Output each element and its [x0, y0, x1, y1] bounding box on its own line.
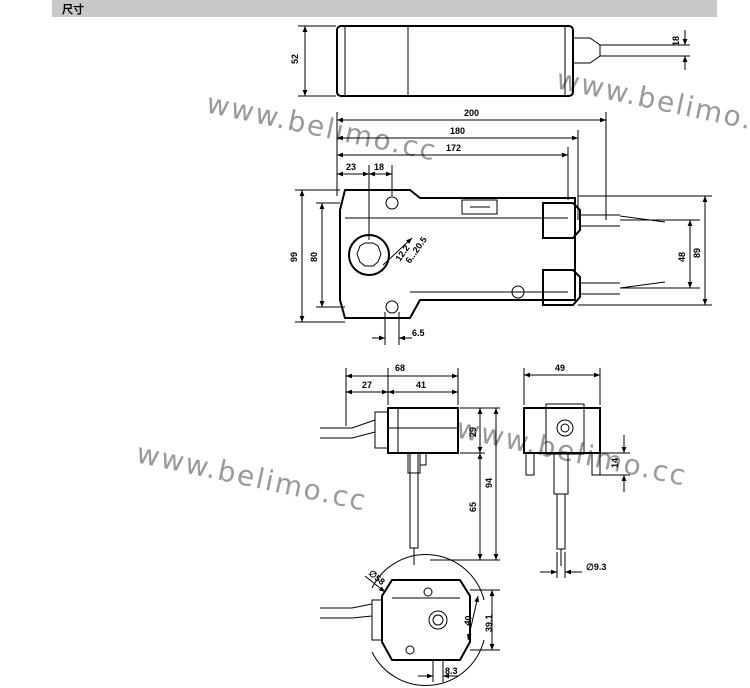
watermark-2: www.belimo.cc [554, 63, 750, 144]
dim-180: 180 [450, 126, 465, 136]
dim-49: 49 [555, 363, 565, 373]
dim-65: 65 [468, 502, 478, 512]
dim-6-5: 6.5 [412, 328, 425, 338]
dim-80: 80 [309, 252, 319, 262]
dim-200: 200 [464, 108, 479, 118]
dim-68: 68 [395, 363, 405, 373]
dim-41: 41 [416, 380, 426, 390]
dim-dia-9-3: ∅9.3 [586, 562, 606, 572]
side-view [320, 368, 500, 565]
header-title: 尺寸 [62, 3, 84, 16]
dim-23: 23 [346, 162, 356, 172]
dim-172: 172 [446, 143, 461, 153]
end-view [523, 368, 630, 578]
header-bar: 尺寸 [52, 0, 717, 17]
bottom-view [320, 554, 500, 686]
dim-99: 99 [289, 252, 299, 262]
dim-39-1: 39.1 [484, 614, 494, 632]
dim-29: 29 [468, 427, 478, 437]
dim-48: 48 [677, 252, 687, 262]
dim-dia-58: ∅58 [367, 568, 387, 587]
watermark-3: www.belimo.cc [134, 437, 371, 518]
dim-94: 94 [484, 478, 494, 488]
front-view [295, 112, 712, 345]
top-view [298, 25, 690, 97]
dim-18: 18 [374, 162, 384, 172]
dim-14: 14 [610, 458, 620, 468]
dim-8-3: 8.3 [445, 666, 458, 676]
dim-27: 27 [362, 380, 372, 390]
dim-40: 40 [462, 615, 474, 627]
dim-top-52: 52 [290, 54, 300, 64]
dim-89: 89 [692, 248, 702, 258]
dim-top-18: 18 [671, 36, 681, 46]
watermark-1: www.belimo.cc [204, 87, 441, 168]
